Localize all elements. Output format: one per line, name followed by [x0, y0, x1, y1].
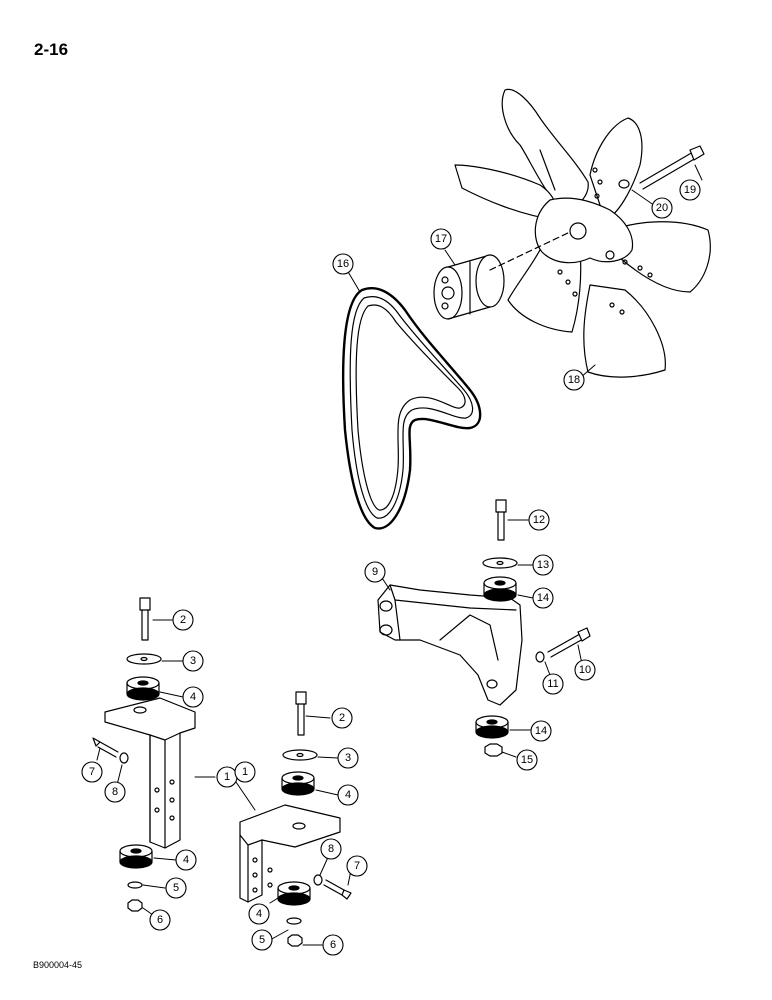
callout-12: 12 [533, 514, 545, 526]
callout-19: 19 [684, 184, 696, 196]
rubber-mount-4-left-lower [119, 844, 153, 869]
callout-3: 3 [190, 655, 196, 667]
bolt-2-left [139, 597, 151, 641]
bolt-7-right [313, 874, 352, 900]
bracket-1-right [239, 804, 341, 903]
callout-8: 8 [328, 843, 334, 855]
washer-3-right [282, 749, 318, 761]
callout-17: 17 [435, 233, 447, 245]
callout-3: 3 [345, 752, 351, 764]
bolt-10 [535, 627, 591, 663]
bolt-7-left [92, 737, 129, 764]
page-number: 2-16 [34, 40, 69, 59]
callout-2: 2 [180, 614, 186, 626]
nut-15 [484, 743, 503, 757]
callout-16: 16 [337, 258, 349, 270]
callout-5: 5 [259, 934, 265, 946]
washer-3-left [126, 653, 162, 665]
callout-15: 15 [521, 754, 533, 766]
fan-spacer [433, 254, 505, 320]
bracket-1-left [104, 697, 196, 849]
callout-5: 5 [173, 882, 179, 894]
callout-1: 1 [224, 771, 230, 783]
callout-6: 6 [157, 914, 163, 926]
callout-2: 2 [339, 712, 345, 724]
callout-9: 9 [372, 566, 378, 578]
callout-14: 14 [537, 592, 549, 604]
callout-6: 6 [330, 939, 336, 951]
washer-5-right [286, 917, 302, 925]
rubber-mount-14-lower [475, 715, 509, 739]
bolt-2-right [295, 691, 307, 736]
callout-10: 10 [579, 664, 591, 676]
callout-1: 1 [242, 766, 248, 778]
fan-bolt [618, 145, 705, 190]
rubber-mount-4-right-lower [277, 881, 311, 906]
callout-4: 4 [190, 691, 196, 703]
callout-14: 14 [535, 725, 547, 737]
rubber-mount-14-upper [483, 576, 517, 602]
callout-4: 4 [256, 908, 262, 920]
callout-18: 18 [568, 374, 580, 386]
washer-5-left [127, 881, 143, 889]
figure-code: B900004-45 [33, 960, 83, 970]
rubber-mount-4-right-upper [281, 771, 315, 796]
rubber-mount-4-left-upper [126, 676, 160, 701]
fan-assembly [454, 88, 711, 378]
callout-8: 8 [112, 786, 118, 798]
washer-13 [482, 557, 518, 569]
bracket-9 [377, 584, 523, 706]
callout-7: 7 [89, 766, 95, 778]
drive-belt [341, 287, 482, 530]
callout-11: 11 [547, 678, 558, 690]
nut-6-left [127, 899, 143, 912]
callout-20: 20 [656, 202, 668, 214]
bolt-12 [495, 499, 507, 541]
nut-6-right [287, 934, 303, 947]
callout-7: 7 [354, 860, 360, 872]
callout-13: 13 [537, 559, 549, 571]
callout-4: 4 [183, 854, 189, 866]
callout-4: 4 [345, 789, 351, 801]
